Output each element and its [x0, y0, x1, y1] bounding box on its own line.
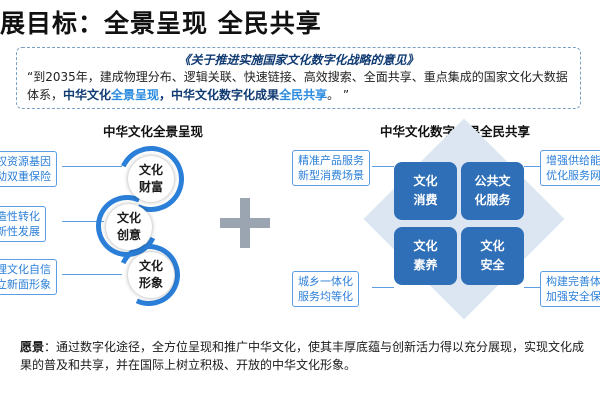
- diamond-background: [363, 118, 565, 320]
- right-label-supply-line-1: 增强供给能: [546, 154, 600, 167]
- tile-service-line-1: 公共文: [474, 174, 511, 188]
- right-connector-4: [524, 287, 540, 288]
- quote-text-before: “到2035年，建成物理分布、逻辑关联、快速链接、高效搜索、全面共享、重点集成的…: [27, 70, 568, 102]
- right-label-security-line-1: 构建完善体: [546, 275, 600, 288]
- right-label-supply: 增强供给能 优化服务网: [540, 150, 600, 186]
- circle-image-line-1: 文化: [138, 259, 163, 273]
- left-label-2-line-2: 新性发展: [0, 225, 40, 238]
- right-label-supply-line-2: 优化服务网: [546, 169, 600, 182]
- circle-cultural-image: 文化 形象: [128, 252, 174, 298]
- right-label-precision-line-1: 精准产品服务: [298, 154, 364, 167]
- right-label-security: 构建完善体 加强安全保: [540, 271, 600, 307]
- right-label-urban-line-1: 城乡一体化: [298, 275, 353, 288]
- circle-image-line-2: 形象: [138, 276, 163, 290]
- left-label-3-line-2: 立新面形象: [0, 278, 51, 291]
- left-connector-3: [62, 274, 122, 275]
- circle-wealth-line-1: 文化: [138, 163, 163, 177]
- circle-cultural-creativity: 文化 创意: [106, 204, 152, 250]
- vision-text: ：通过数字化途径，全方位呈现和推广中华文化，使其丰厚底蕴与创新活力得以充分展现，…: [20, 340, 585, 372]
- right-label-urban-rural: 城乡一体化 服务均等化: [292, 271, 359, 307]
- page-title: 展目标：全景呈现 全民共享: [0, 9, 322, 38]
- left-label-3: 理文化自信 立新面形象: [0, 259, 57, 295]
- tile-cultural-security: 文化 安全: [461, 227, 524, 285]
- right-connector-1: [372, 166, 394, 167]
- right-label-precision: 精准产品服务 新型消费场景: [292, 150, 370, 186]
- circle-cultural-wealth: 文化 财富: [128, 156, 174, 202]
- tile-literacy-line-1: 文化: [413, 239, 438, 253]
- plus-icon: [220, 198, 270, 248]
- tile-consumption-line-1: 文化: [413, 174, 438, 188]
- circle-wealth-line-2: 财富: [138, 180, 163, 194]
- left-label-2-line-1: 造性转化: [0, 210, 40, 223]
- left-label-3-line-1: 理文化自信: [0, 263, 51, 276]
- tile-security-line-1: 文化: [480, 239, 505, 253]
- vision-statement: 愿景：通过数字化途径，全方位呈现和推广中华文化，使其丰厚底蕴与创新活力得以充分展…: [20, 338, 590, 374]
- tile-service-line-2: 化服务: [474, 193, 511, 207]
- left-label-1-line-1: 权资源基因: [0, 155, 51, 168]
- tile-cultural-consumption: 文化 消费: [394, 162, 457, 220]
- left-label-1: 权资源基因 动双重保险: [0, 151, 57, 187]
- left-label-2: 造性转化 新性发展: [0, 206, 46, 242]
- tile-literacy-line-2: 素养: [413, 258, 438, 272]
- left-section-title: 中华文化全景呈现: [103, 124, 204, 139]
- tile-public-cultural-service: 公共文 化服务: [461, 162, 524, 220]
- quote-text: “到2035年，建成物理分布、逻辑关联、快速链接、高效搜索、全面共享、重点集成的…: [27, 68, 570, 104]
- tile-consumption-line-2: 消费: [413, 193, 438, 207]
- right-connector-3: [372, 287, 394, 288]
- quote-highlight-2: 全景呈现: [111, 88, 160, 102]
- left-connector-1: [62, 166, 122, 167]
- quote-highlight-3: ，中华文化数字化成果: [159, 88, 280, 102]
- right-label-precision-line-2: 新型消费场景: [298, 169, 364, 182]
- circle-creativity-line-1: 文化: [116, 211, 141, 225]
- left-label-1-line-2: 动双重保险: [0, 170, 51, 183]
- policy-quote-box: 《关于推进实施国家文化数字化战略的意见》 “到2035年，建成物理分布、逻辑关联…: [16, 47, 581, 109]
- quote-highlight-1: 中华文化: [63, 88, 112, 102]
- tile-cultural-literacy: 文化 素养: [394, 227, 457, 285]
- right-connector-2: [524, 166, 540, 167]
- right-label-urban-line-2: 服务均等化: [298, 290, 353, 303]
- left-connector-2: [62, 221, 104, 222]
- right-label-security-line-2: 加强安全保: [546, 290, 600, 303]
- quote-title: 《关于推进实施国家文化数字化战略的意见》: [178, 53, 419, 67]
- quote-text-after: 。 ”: [327, 88, 350, 102]
- circle-creativity-line-2: 创意: [116, 228, 141, 242]
- vision-label: 愿景: [20, 340, 45, 354]
- tile-security-line-2: 安全: [480, 258, 505, 272]
- quote-highlight-4: 全民共享: [279, 88, 328, 102]
